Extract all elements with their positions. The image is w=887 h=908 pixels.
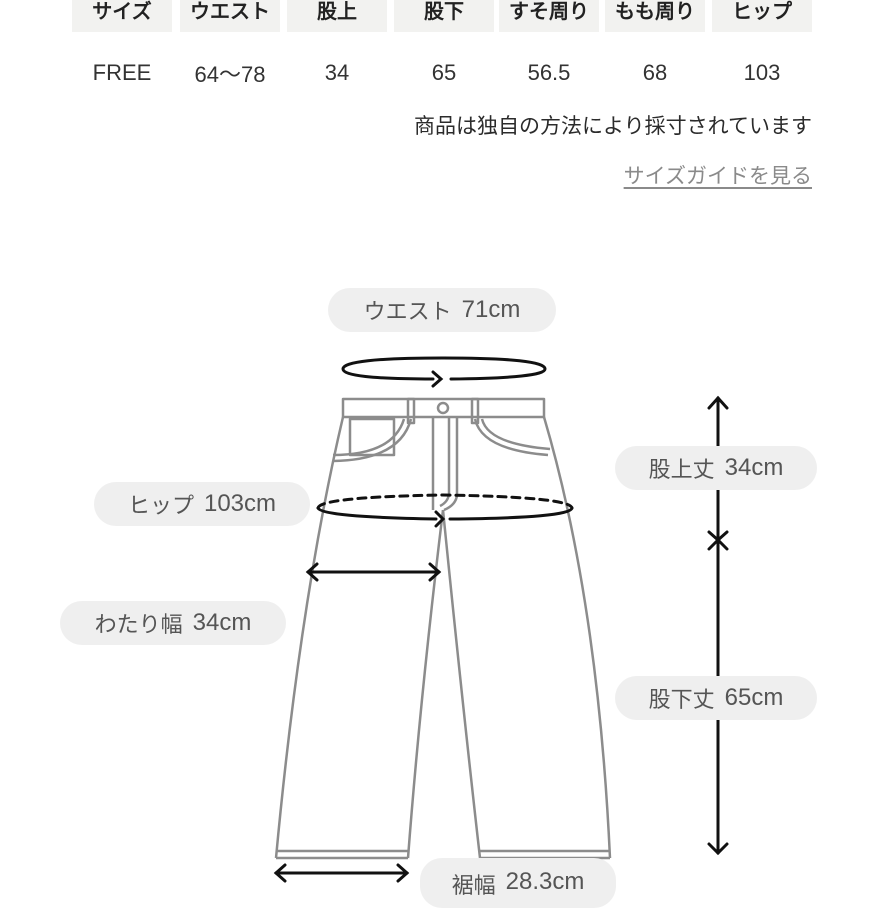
- hip-label: ヒップ 103cm: [94, 482, 310, 526]
- header-label: ヒップ: [732, 0, 792, 23]
- thigh-arrow: [305, 562, 442, 582]
- cell-thigh-circumference: 68: [642, 60, 668, 85]
- header-rise: 股上: [287, 0, 387, 32]
- hem-arrow: [273, 863, 410, 883]
- size-guide-link[interactable]: サイズガイドを見る: [623, 164, 812, 188]
- cell-size: FREE: [92, 60, 152, 85]
- waist-arrow: [341, 356, 547, 388]
- header-hip: ヒップ: [712, 0, 812, 32]
- cell-inseam: 65: [431, 60, 457, 85]
- hip-label-value: 103cm: [203, 490, 277, 517]
- header-label: すそ周り: [509, 0, 589, 23]
- pants-measurement-diagram: [273, 356, 729, 883]
- header-thigh-circumference: もも周り: [605, 0, 705, 32]
- hip-arrow: [316, 493, 574, 528]
- thigh-label-name: わたり幅: [94, 613, 183, 638]
- header-size: サイズ: [72, 0, 172, 32]
- header-label: 股上: [317, 0, 357, 23]
- cell-rise: 34: [324, 60, 350, 85]
- waist-label: ウエスト 71cm: [328, 288, 556, 332]
- rise-label: 股上丈 34cm: [615, 446, 817, 490]
- header-inseam: 股下: [394, 0, 494, 32]
- hem-label-value: 28.3cm: [505, 868, 585, 895]
- cell-hem-circumference: 56.5: [527, 60, 571, 85]
- inseam-label-name: 股下丈: [648, 688, 715, 713]
- hem-label-name: 裾幅: [451, 874, 496, 899]
- size-table: サイズ ウエスト 股上 股下 すそ周り もも周り ヒップ FREE 64〜78 …: [0, 0, 887, 100]
- pants-outline: [274, 397, 612, 860]
- waist-label-name: ウエスト: [363, 300, 452, 325]
- hem-label: 裾幅 28.3cm: [420, 858, 616, 908]
- header-label: サイズ: [92, 0, 152, 23]
- cell-hip: 103: [743, 60, 781, 85]
- rise-label-name: 股上丈: [648, 458, 715, 483]
- thigh-label-value: 34cm: [192, 609, 252, 636]
- waist-label-value: 71cm: [461, 296, 521, 323]
- rise-label-value: 34cm: [724, 454, 784, 481]
- header-waist: ウエスト: [180, 0, 280, 32]
- header-hem-circumference: すそ周り: [499, 0, 599, 32]
- thigh-label: わたり幅 34cm: [60, 601, 286, 645]
- measurement-note: 商品は独自の方法により採寸されています: [414, 114, 812, 138]
- hip-label-name: ヒップ: [127, 494, 194, 519]
- inseam-label: 股下丈 65cm: [615, 676, 817, 720]
- header-label: 股下: [424, 0, 464, 23]
- header-label: ウエスト: [190, 0, 270, 23]
- cell-waist: 64〜78: [194, 62, 266, 87]
- inseam-label-value: 65cm: [724, 684, 784, 711]
- header-label: もも周り: [615, 0, 695, 23]
